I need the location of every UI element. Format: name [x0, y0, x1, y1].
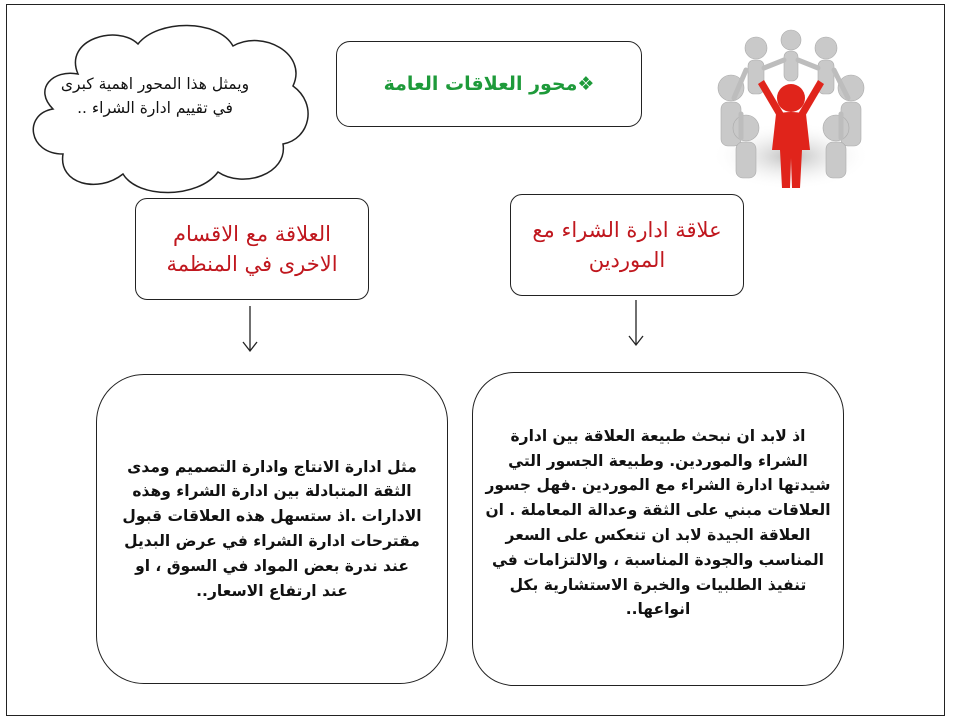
- page-title: ❖محور العلاقات العامة: [383, 73, 595, 95]
- title-box: ❖محور العلاقات العامة: [336, 41, 642, 127]
- right-down-arrow: [628, 300, 644, 347]
- left-heading-line-2: الاخرى في المنظمة: [166, 252, 338, 276]
- cloud-shape: [32, 24, 309, 194]
- cloud-callout-text: ويمثل هذا المحور اهمية كبرى في تقييم ادا…: [20, 72, 290, 120]
- people-circle-teamwork-icon: [711, 29, 871, 190]
- cloud-line-2: في تقييم ادارة الشراء ..: [77, 99, 233, 118]
- right-heading-box: علاقة ادارة الشراء مع الموردين: [510, 194, 744, 296]
- left-body-box: مثل ادارة الانتاج وادارة التصميم ومدى ال…: [96, 374, 448, 684]
- cloud-line-1: ويمثل هذا المحور اهمية كبرى: [60, 75, 250, 93]
- right-heading-line-1: علاقة ادارة الشراء مع: [532, 217, 722, 242]
- right-body-text: اذ لابد ان نبحث طبيعة العلاقة بين ادارة …: [485, 426, 831, 619]
- right-body-box: اذ لابد ان نبحث طبيعة العلاقة بين ادارة …: [472, 372, 844, 686]
- left-body-text: مثل ادارة الانتاج وادارة التصميم ومدى ال…: [122, 457, 422, 600]
- left-heading-line-1: العلاقة مع الاقسام: [173, 221, 331, 246]
- slide-frame: [6, 4, 945, 716]
- right-heading-line-2: الموردين: [588, 248, 666, 272]
- left-down-arrow: [242, 306, 258, 353]
- left-heading-box: العلاقة مع الاقسام الاخرى في المنظمة: [135, 198, 369, 300]
